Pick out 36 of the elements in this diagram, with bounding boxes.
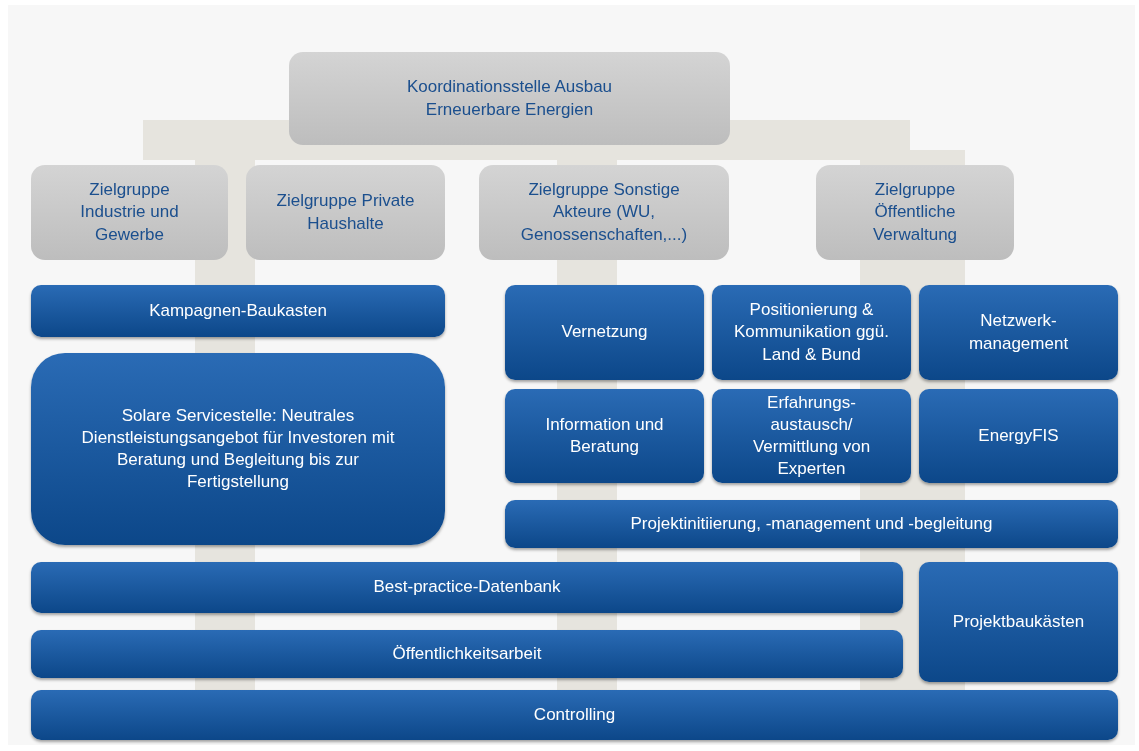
target-group-box [479, 165, 729, 260]
box-label: Zielgruppe Sonstige Akteure (WU, Genossenschaften,...) [519, 179, 689, 246]
measure-box [31, 562, 903, 613]
box-label: Erfahrungs-austausch/ Vermittlung von Experten [751, 391, 872, 481]
measure-box [919, 562, 1118, 682]
box-label: Zielgruppe Industrie und Gewerbe [79, 179, 180, 246]
measure-box [31, 285, 445, 337]
box-label: Zielgruppe Private Haushalte [275, 190, 416, 235]
box-label: Öffentlichkeitsarbeit [392, 642, 542, 665]
box-label: Information und Beratung [544, 413, 665, 458]
measure-box [31, 353, 445, 545]
box-label: Zielgruppe Öffentliche Verwaltung [871, 179, 959, 246]
box-label: EnergyFIS [978, 424, 1059, 447]
box-label: Kampagnen-Baukasten [149, 299, 327, 322]
measure-box [505, 389, 704, 483]
measure-box [919, 285, 1118, 380]
target-group-box [31, 165, 228, 260]
target-group-box [816, 165, 1014, 260]
target-group-box [246, 165, 445, 260]
box-label: Vernetzung [561, 321, 648, 344]
box-label: Best-practice-Datenbank [373, 576, 561, 599]
box-label: Netzwerk-management [967, 310, 1070, 355]
measure-box [712, 389, 911, 483]
box-label: Positionierung & Kommunikation ggü. Land & Bund [733, 299, 890, 366]
box-label: Projektinitiierung, -management und -begleitung [630, 512, 993, 535]
box-label: Controlling [533, 703, 616, 726]
target-group-box [289, 52, 730, 145]
box-label: Solare Servicestelle: Neutrales Dienstleistungsangebot für Investoren mit Beratung und Begleitung bis zur Fertigstellung [80, 404, 396, 494]
measure-box [505, 285, 704, 380]
measure-box [31, 690, 1118, 740]
box-label: Projektbaukästen [952, 610, 1085, 633]
measure-box [919, 389, 1118, 483]
box-label: Koordinationsstelle Ausbau Erneuerbare Energien [405, 76, 614, 121]
measure-box [505, 500, 1118, 548]
measure-box [712, 285, 911, 380]
measure-box [31, 630, 903, 678]
